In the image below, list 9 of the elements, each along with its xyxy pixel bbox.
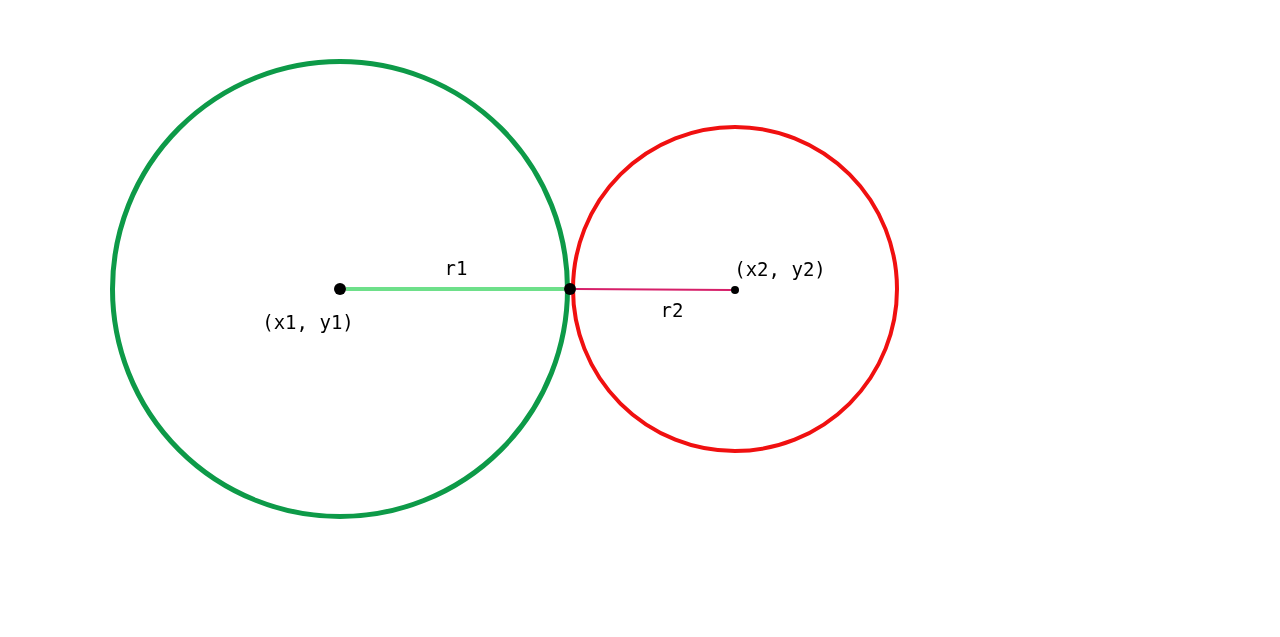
coordinate-label: (x1, y1): [262, 312, 354, 332]
edge-label: r1: [444, 258, 468, 278]
edge-label: r2: [660, 300, 684, 320]
point: [334, 283, 346, 295]
coordinate-label: (x2, y2): [734, 259, 826, 279]
point: [731, 286, 739, 294]
radius-line: [575, 288, 732, 291]
radius-line: [346, 287, 564, 291]
point: [564, 283, 576, 295]
